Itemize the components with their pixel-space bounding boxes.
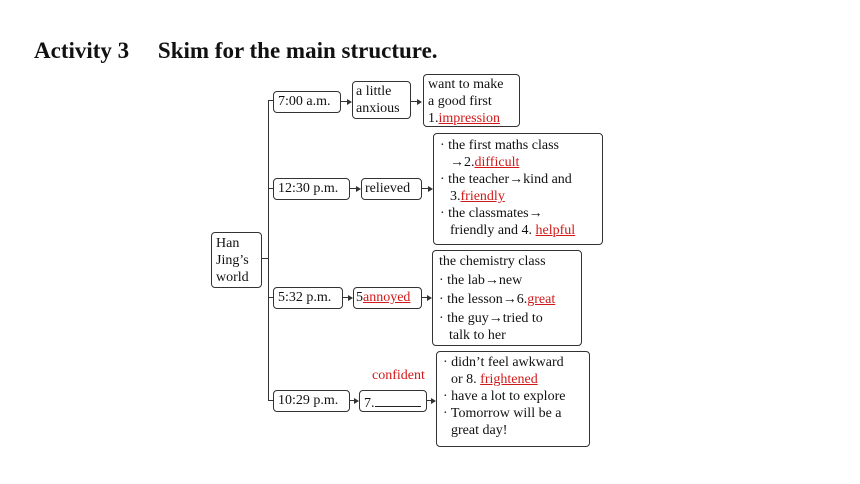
feeling-relieved: relieved (361, 178, 422, 200)
answer-3: friendly (460, 189, 505, 204)
activity-title: Activity 3 Skim for the main structure. (34, 38, 438, 63)
blank-number: →2. (450, 155, 475, 170)
detail-line: talk to her (449, 328, 506, 343)
details-1230pm: · the first maths class →2.difficult · t… (433, 133, 603, 245)
detail-line: great day! (451, 423, 508, 438)
detail-line: · the teacher→kind and (440, 172, 572, 187)
detail-line: · the classmates→ (440, 206, 543, 221)
time-label: 5:32 p.m. (278, 290, 332, 305)
arrow-line (350, 400, 355, 402)
feeling-label: a little anxious (356, 84, 400, 116)
blank-number: 5 (356, 290, 363, 305)
feeling-blank-7: 7. (359, 390, 427, 412)
time-label: 7:00 a.m. (278, 94, 331, 109)
feeling-anxious: a little anxious (352, 81, 411, 119)
root-label: Han Jing’s world (216, 236, 249, 285)
arrow-head (354, 398, 359, 404)
detail-line: · have a lot to explore (443, 389, 566, 404)
arrow-head (431, 398, 436, 404)
feeling-annoyed: 5annoyed (353, 287, 422, 309)
answer-5: annoyed (363, 290, 411, 305)
answer-blank (374, 392, 421, 407)
root-node: Han Jing’s world (211, 232, 262, 288)
detail-line: · the guy→tried to (439, 311, 543, 326)
answer-6: great (527, 292, 556, 307)
arrow-line (422, 297, 428, 299)
branch-1 (268, 100, 273, 102)
detail-heading: the chemistry class (439, 254, 546, 269)
blank-number: friendly and 4. (450, 223, 533, 238)
arrow-line (341, 101, 348, 103)
answer-1: impression (438, 111, 500, 126)
detail-line: want to make (428, 77, 504, 92)
answer-2: difficult (474, 155, 520, 170)
detail-line: · didn’t feel awkward (443, 355, 564, 370)
blank-number: 1. (428, 111, 439, 126)
feeling-label: relieved (365, 181, 411, 196)
arrow-head (356, 186, 361, 192)
detail-line: · Tomorrow will be a (443, 406, 562, 421)
arrow-head (427, 295, 432, 301)
detail-line: a good first (428, 94, 492, 109)
detail-line: · the lab→new (439, 273, 523, 288)
details-1029pm: · didn’t feel awkward or 8. frightened ·… (436, 351, 590, 447)
branch-3 (268, 297, 273, 299)
time-1029pm: 10:29 p.m. (273, 390, 350, 412)
blank-number: or 8. (451, 372, 477, 387)
arrow-head (417, 99, 422, 105)
branch-4 (268, 400, 273, 402)
branch-2 (268, 188, 273, 190)
arrow-line (422, 188, 429, 190)
blank-number: 3. (450, 189, 461, 204)
time-7am: 7:00 a.m. (273, 91, 341, 113)
arrow-line (350, 188, 357, 190)
arrow-line (411, 101, 418, 103)
arrow-head (347, 99, 352, 105)
blank-number: · the lesson→6. (439, 292, 528, 307)
arrow-head (428, 186, 433, 192)
arrow-line (343, 297, 349, 299)
root-connector (262, 258, 269, 260)
details-7am: want to make a good first 1.impression (423, 74, 520, 127)
tree-trunk (268, 100, 270, 400)
answer-4: helpful (535, 223, 576, 238)
detail-line: · the first maths class (440, 138, 559, 153)
time-1230pm: 12:30 p.m. (273, 178, 350, 200)
blank-number: 7. (364, 396, 375, 411)
time-label: 10:29 p.m. (278, 393, 339, 408)
arrow-head (348, 295, 353, 301)
arrow-line (427, 400, 432, 402)
time-label: 12:30 p.m. (278, 181, 339, 196)
answer-7: confident (372, 368, 425, 383)
details-532pm: the chemistry class · the lab→new · the … (432, 250, 582, 346)
answer-8: frightened (480, 372, 538, 387)
time-532pm: 5:32 p.m. (273, 287, 343, 309)
